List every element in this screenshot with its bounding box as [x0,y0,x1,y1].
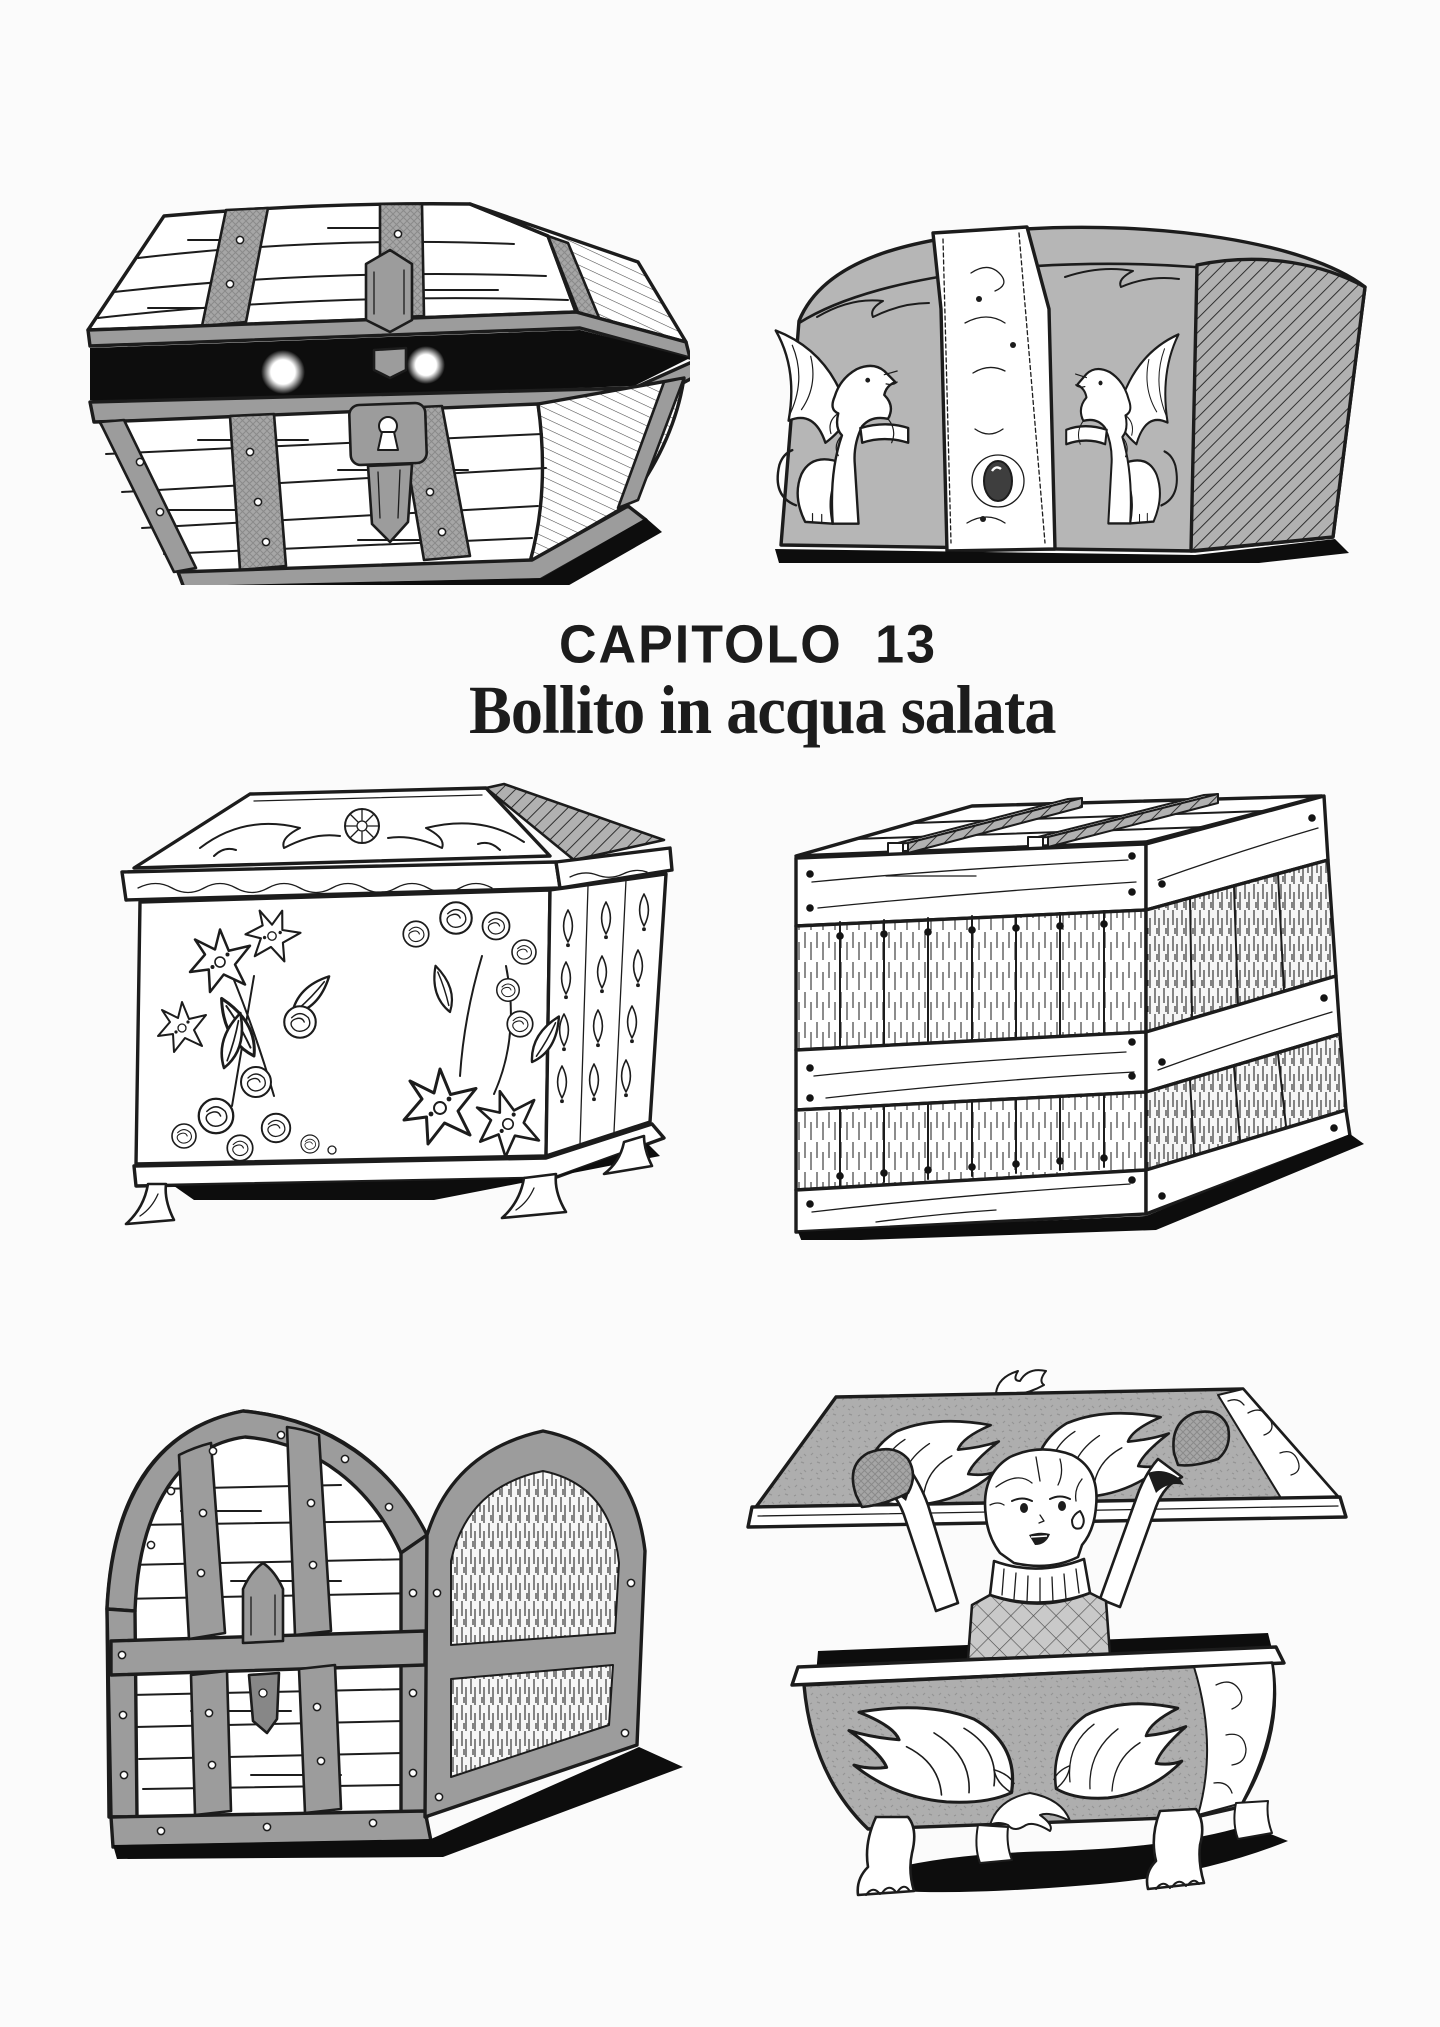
cornice [120,846,674,902]
chapter-number: CAPITOLO 13 [558,614,937,676]
glowing-eye-right [407,346,445,384]
ground-shadow [113,1747,683,1859]
lid-crest [995,1369,1047,1396]
mitten-glove-right [1172,1410,1231,1467]
glowing-eye-left [261,350,305,394]
scroll-ornament [816,268,1180,318]
crate-svg [794,793,1364,1240]
lion-paw-feet [856,1800,1273,1897]
foot-front-left [124,1182,176,1226]
chest-side-face [1189,257,1367,553]
ground-shadow [775,539,1349,563]
sweat-drop [1071,1510,1085,1530]
sarcophagus-chest-svg [746,1369,1348,1897]
lion-chest-svg [774,225,1367,563]
illustration-chest-lions [765,213,1367,563]
rosette-ornament [344,808,380,844]
ornate-band [931,225,1057,553]
side-face [423,1429,647,1819]
illustration-chest-barreltop [91,1393,691,1889]
foot-front-right [500,1172,568,1220]
crate-front [794,842,1148,1234]
head [983,1448,1098,1568]
arm-right [1098,1457,1184,1609]
mimic-mouth [90,330,690,404]
mimic-hasp [348,401,428,544]
illustration-chest-mimic [78,200,690,585]
floral-cluster-left [157,900,337,1162]
chest-box [790,1645,1286,1832]
floral-cluster-right [402,901,566,1164]
lid-rim [86,310,690,360]
mimic-chest-svg [86,202,690,585]
chapter-title: Bollito in acqua salata [469,672,1056,748]
foot-side [602,1134,654,1176]
floral-chest-svg [120,782,674,1226]
chapter-heading: CAPITOLO 13 Bollito in acqua salata [448,614,1056,748]
ground-shadow [798,1134,1364,1240]
illustration-chest-floral [104,776,698,1235]
barrel-chest-svg [105,1409,683,1859]
palmette-ornament [989,1792,1071,1832]
checkered-vest [966,1591,1112,1661]
mitten-glove-left [851,1447,915,1509]
lid [132,782,666,870]
base [124,1122,666,1226]
character [851,1410,1231,1661]
crate-top [794,793,1324,872]
mimic-box [88,361,690,585]
hasp [241,1561,285,1735]
mimic-lid [86,202,690,360]
ground-shadow [868,1825,1288,1893]
illustration-chest-person [728,1355,1350,1910]
gem [983,460,1013,502]
illustration-crate [766,780,1366,1240]
crate-side [1144,794,1352,1216]
lattice-side [544,872,668,1158]
